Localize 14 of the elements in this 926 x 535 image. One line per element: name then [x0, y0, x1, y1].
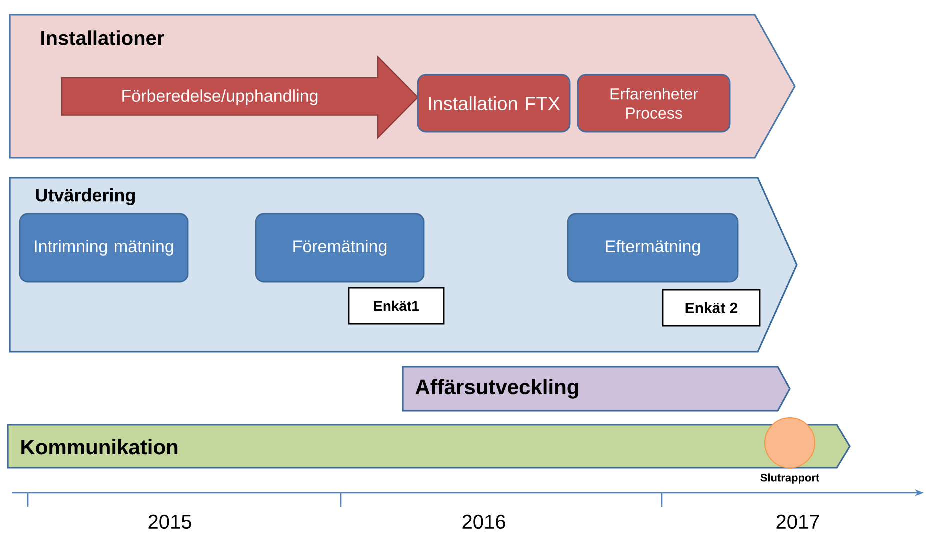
year-label: 2017 — [776, 514, 820, 530]
task-box: Erfarenheter Process — [577, 74, 731, 133]
year-label: 2015 — [148, 514, 192, 530]
task-box: Eftermätning — [567, 213, 739, 283]
milestone-label: Slutrapport — [760, 474, 820, 484]
survey-box: Enkät 2 — [662, 289, 761, 327]
phase-band: Kommunikation — [7, 424, 851, 469]
milestone-circle — [764, 418, 816, 468]
task-box: Intrimning mätning — [19, 213, 189, 283]
year-label: 2016 — [462, 514, 506, 530]
task-box: Föremätning — [255, 213, 425, 283]
task-box: Installation FTX — [417, 74, 571, 133]
phase-band: Affärsutveckling — [402, 366, 791, 412]
survey-box: Enkät1 — [348, 287, 445, 325]
